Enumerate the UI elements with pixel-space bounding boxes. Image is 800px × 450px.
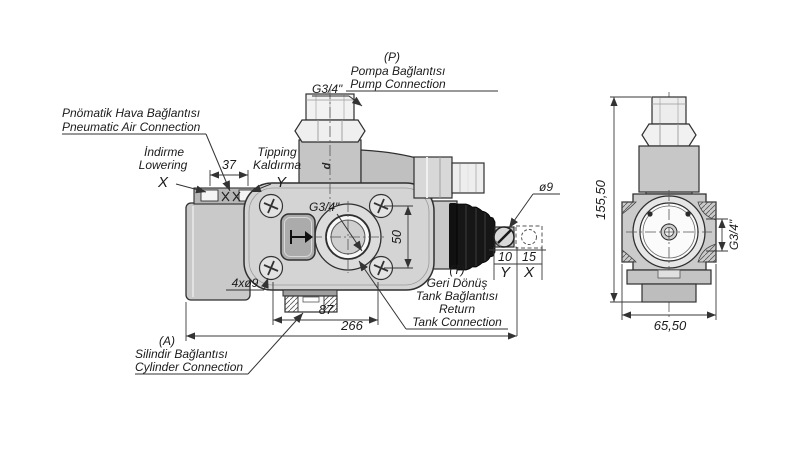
pneumatic-port-x — [200, 189, 219, 202]
tipping-label-tr: Kaldırma — [253, 158, 301, 172]
center-thread-label: G3/4" — [309, 200, 340, 214]
rubber-bellows — [449, 203, 496, 271]
tipping-callout: Tipping Kaldırma Y — [250, 145, 301, 193]
side-thread-dimension: G3/4" — [706, 218, 741, 252]
tank-label-en2: Tank Connection — [412, 315, 502, 329]
lowering-callout: İndirme Lowering X — [139, 145, 207, 194]
bolt-screw — [258, 255, 284, 281]
dimension-body-width: 65,50 — [621, 264, 717, 333]
side-top-fitting — [638, 96, 700, 199]
bolt-screw — [368, 255, 394, 281]
bolt-holes-callout: 4xø9 — [226, 276, 269, 291]
tank-label-tr2: Tank Bağlantısı — [416, 289, 498, 303]
arrow-icon — [305, 231, 313, 243]
center-port-thread-callout: G3/4" — [309, 200, 363, 252]
hex-nut — [413, 156, 453, 199]
phantom-outline — [515, 225, 543, 249]
tank-callout: (T) Geri Dönüş Tank Bağlantısı Return Ta… — [358, 260, 508, 330]
pneumatic-label-en: Pneumatic Air Connection — [62, 120, 201, 134]
main-view: Pnömatik Hava Bağlantısı Pneumatic Air C… — [62, 50, 560, 375]
dim-155-50: 155,50 — [593, 179, 608, 220]
dim-87: 87 — [319, 302, 334, 317]
dim-266: 266 — [340, 318, 363, 333]
side-fitting — [413, 156, 485, 199]
port-y-label: Y — [276, 174, 287, 191]
cylinder-callout: (A) Silindir Bağlantısı Cylinder Connect… — [135, 312, 304, 375]
side-bottom-base — [626, 269, 712, 303]
dim-15: 15 — [522, 250, 536, 264]
pin-hole-callout: ø9 — [508, 180, 560, 229]
pump-label-tr: Pompa Bağlantısı — [351, 64, 446, 78]
dim-y-label: Y — [500, 264, 511, 281]
side-thread-label: G3/4" — [727, 219, 741, 250]
cylinder-label-en: Cylinder Connection — [135, 360, 243, 374]
hex-nut — [641, 123, 697, 147]
pin-dimensions: 10 15 Y X — [489, 247, 546, 336]
tank-port-code: (T) — [449, 263, 464, 277]
pneumatic-label-tr: Pnömatik Hava Bağlantısı — [62, 106, 200, 120]
cylinder-port-code: (A) — [159, 334, 175, 348]
dim-37: 37 — [222, 158, 237, 172]
pump-callout: (P) Pompa Bağlantısı Pump Connection G3/… — [312, 50, 498, 107]
pin-stub — [493, 226, 515, 248]
pump-label-en: Pump Connection — [350, 77, 446, 91]
port-x-label: X — [157, 174, 169, 191]
bolt-holes-note: 4xø9 — [232, 276, 259, 290]
lowering-label-en: Lowering — [139, 158, 188, 172]
bottom-plug — [282, 289, 338, 313]
dimension-plug-offset: 87 — [272, 282, 379, 325]
flange-bolt-screws — [258, 193, 394, 281]
pneumatic-callout: Pnömatik Hava Bağlantısı Pneumatic Air C… — [62, 106, 231, 192]
cylinder-label-tr: Silindir Bağlantısı — [135, 347, 228, 361]
lowering-label-tr: İndirme — [144, 145, 184, 159]
dimension-overall-length: 266 — [185, 302, 517, 341]
bolt-screw — [258, 193, 284, 219]
pump-fitting — [294, 88, 366, 212]
dim-50: 50 — [390, 230, 404, 244]
tank-label-en1: Return — [439, 302, 475, 316]
casting-mark: d — [321, 162, 333, 169]
pump-thread-label: G3/4" — [312, 82, 343, 96]
dimension-overall-height: 155,50 — [593, 96, 696, 303]
tank-label-tr1: Geri Dönüş — [427, 276, 488, 290]
dim-x-label: X — [523, 264, 535, 281]
dim-10: 10 — [498, 250, 512, 264]
tipping-label-en: Tipping — [257, 145, 297, 159]
side-view: 155,50 65,50 G3/4" — [593, 92, 741, 333]
pump-port-code: (P) — [384, 50, 400, 64]
flow-direction-symbol — [280, 213, 316, 261]
pin-hole-note: ø9 — [539, 180, 553, 194]
dim-65-50: 65,50 — [654, 318, 687, 333]
dimension-bolt-spacing: 50 — [384, 205, 413, 269]
side-body — [621, 190, 717, 274]
dimension-port-spacing: 37 — [209, 158, 249, 186]
